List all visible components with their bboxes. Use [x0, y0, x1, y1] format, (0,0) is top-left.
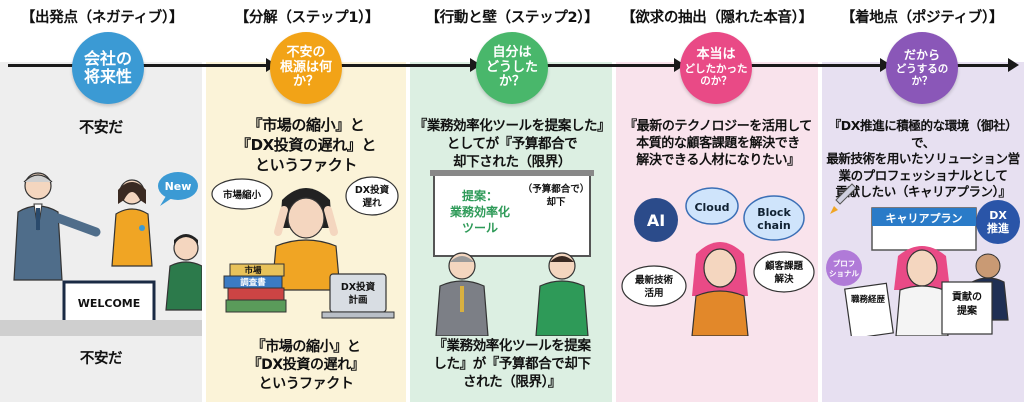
quote-top-desire: 『最新のテクノロジーを活用して 本質的な顧客課題を解決でき 解決できる人材になり… [616, 118, 820, 169]
quote-line: 『業務効率化ツールを提案した』 [413, 118, 611, 134]
books-label-1: 市場 [244, 265, 262, 276]
laptop-icon: DX投資 計画 [321, 273, 395, 319]
step-title-goal: 【着地点（ポジティブ）】 [840, 10, 1004, 26]
circle-line: どうしたか？ [485, 59, 538, 90]
icon-cloud-label: Cloud [694, 201, 729, 214]
arrow-right-icon [470, 58, 481, 72]
ai-icon: AI [634, 198, 678, 242]
circle-step2: 自分は どうしたか？ [476, 32, 548, 104]
circle-step1: 不安の 根源は何か？ [270, 32, 342, 104]
bubble-tech-1: 最新技術 [635, 274, 674, 286]
circle-start: 会社の 将来性 [72, 32, 144, 104]
arrow-right-icon [880, 58, 891, 72]
quote-line: された（限界）』 [462, 373, 562, 390]
laptop-label-1: DX投資 [341, 281, 376, 293]
quote-line: 『DX投資の遅れ』と [235, 135, 377, 154]
quote-line: 『DX推進に積極的な環境（御社）で、 [828, 118, 1018, 150]
quote-line: というファクト [258, 375, 354, 392]
doc-resume: 職務経歴 [851, 294, 886, 305]
step-title-step1: 【分解（ステップ1）】 [234, 10, 380, 26]
quote-line: 『市場の縮小』と [247, 116, 365, 134]
quote-line: 『業務効率化ツールを提案 [433, 338, 591, 354]
welcome-sign-text: WELCOME [78, 297, 141, 310]
circle-line: どしたかったのか？ [684, 63, 748, 88]
quote-line: 不安だ [79, 118, 123, 136]
circle-desire: 本当は どしたかったのか？ [680, 32, 752, 104]
quote-top-step2: 『業務効率化ツールを提案した』 としてが『予算都合で 却下された（限界） [410, 118, 614, 171]
quote-line: した』が『予算都合で却下 [433, 355, 591, 372]
circle-line: だから [903, 48, 940, 63]
illustration-desire: AI Cloud Block chain 最新技術 活用 顧客課題 解決 [616, 170, 818, 336]
quote-bottom-step1: 『市場の縮小』と 『DX投資の遅れ』 というファクト [206, 338, 406, 393]
circle-line: 根源は何か？ [279, 59, 332, 90]
tag-pro-2: ショナル [829, 269, 859, 278]
bubble-dx-delay-2: 遅れ [362, 198, 382, 209]
doc-contribution-2: 提案 [957, 304, 978, 317]
illustration-step1: 市場縮小 DX投資 遅れ 市場 調査書 DX投資 計画 [206, 170, 406, 336]
quote-line: 『市場の縮小』と [251, 339, 361, 355]
arrow-right-icon [674, 58, 685, 72]
bubble-dx-delay-1: DX投資 [355, 184, 390, 196]
quote-line: としてが『予算都合で [446, 135, 578, 152]
circle-line: 自分は [492, 44, 532, 60]
circle-goal: だから どうするのか？ [886, 32, 958, 104]
quote-line: 最新技術を用いたソリューション営 [826, 151, 1020, 166]
bubble-market-shrink: 市場縮小 [223, 189, 262, 201]
board-line-3: ツール [462, 221, 498, 235]
step-title-desire: 【欲求の抽出（隠れた本音）】 [621, 10, 813, 26]
quote-line: 貢献したい（キャリアプラン）』 [835, 184, 1011, 199]
quote-top-start: 不安だ [0, 118, 202, 138]
icon-ai-label: AI [647, 211, 665, 230]
step-title-start: 【出発点（ネガティブ）】 [20, 10, 184, 26]
bubble-solve-1: 顧客課題 [765, 260, 804, 272]
tag-pro-1: プロフ [833, 258, 856, 268]
quote-line: というファクト [255, 155, 357, 174]
board-line-2: 業務効率化 [449, 204, 510, 219]
illustration-goal: キャリアプラン DX 推進 プロフ ショナル 職務経歴 貢献の 提案 [822, 170, 1024, 336]
board-career-plan: キャリアプラン [886, 211, 963, 225]
new-bubble-text: New [165, 180, 192, 193]
board-note-1: （予算都合で） [523, 183, 590, 195]
quote-bottom-start: 不安だ [0, 350, 202, 369]
quote-top-step1: 『市場の縮小』と 『DX投資の遅れ』と というファクト [206, 116, 406, 175]
bubble-tech-2: 活用 [644, 287, 663, 299]
illustration-start: New WELCOME [0, 170, 202, 336]
cloud-icon: Cloud [685, 187, 739, 225]
quote-line: 業のプロフェッショナルとして [838, 167, 1008, 183]
circle-line: 会社の [83, 48, 132, 68]
board-note-2: 却下 [546, 196, 566, 208]
books-stack-icon: 市場 調査書 [223, 263, 287, 313]
quote-line: 『最新のテクノロジーを活用して [624, 119, 812, 134]
arrow-right-icon [1008, 58, 1019, 72]
icon-block-label: Block [757, 206, 791, 219]
quote-line: 不安だ [79, 351, 123, 367]
quote-bottom-step2: 『業務効率化ツールを提案 した』が『予算都合で却下 された（限界）』 [410, 338, 614, 391]
circle-line: どうするのか？ [895, 62, 949, 87]
quote-top-goal: 『DX推進に積極的な環境（御社）で、 最新技術を用いたソリューション営 業のプロ… [822, 118, 1024, 201]
books-label-2: 調査書 [240, 277, 266, 288]
blockchain-icon: Block chain [743, 195, 805, 241]
circle-line: 不安の [286, 44, 326, 60]
quote-line: 本質的な顧客課題を解決でき [636, 136, 800, 152]
board-line-1: 提案： [462, 188, 498, 203]
bubble-solve-2: 解決 [774, 273, 794, 285]
laptop-label-2: 計画 [348, 294, 367, 306]
step-title-step2: 【行動と壁（ステップ2）】 [425, 10, 599, 26]
badge-dx-2: 推進 [987, 221, 1010, 235]
doc-contribution-1: 貢献の [952, 290, 982, 303]
circle-line: 本当は [696, 47, 736, 63]
circle-line: 将来性 [83, 67, 132, 86]
illustration-step2: 提案： 業務効率化 ツール （予算都合で） 却下 [410, 170, 612, 336]
quote-line: 解決できる人材になりたい』 [636, 153, 800, 169]
quote-line: 『DX投資の遅れ』 [247, 357, 365, 374]
icon-chain-label: chain [757, 219, 790, 232]
quote-line: 却下された（限界） [453, 153, 571, 170]
badge-dx-1: DX [989, 209, 1007, 222]
